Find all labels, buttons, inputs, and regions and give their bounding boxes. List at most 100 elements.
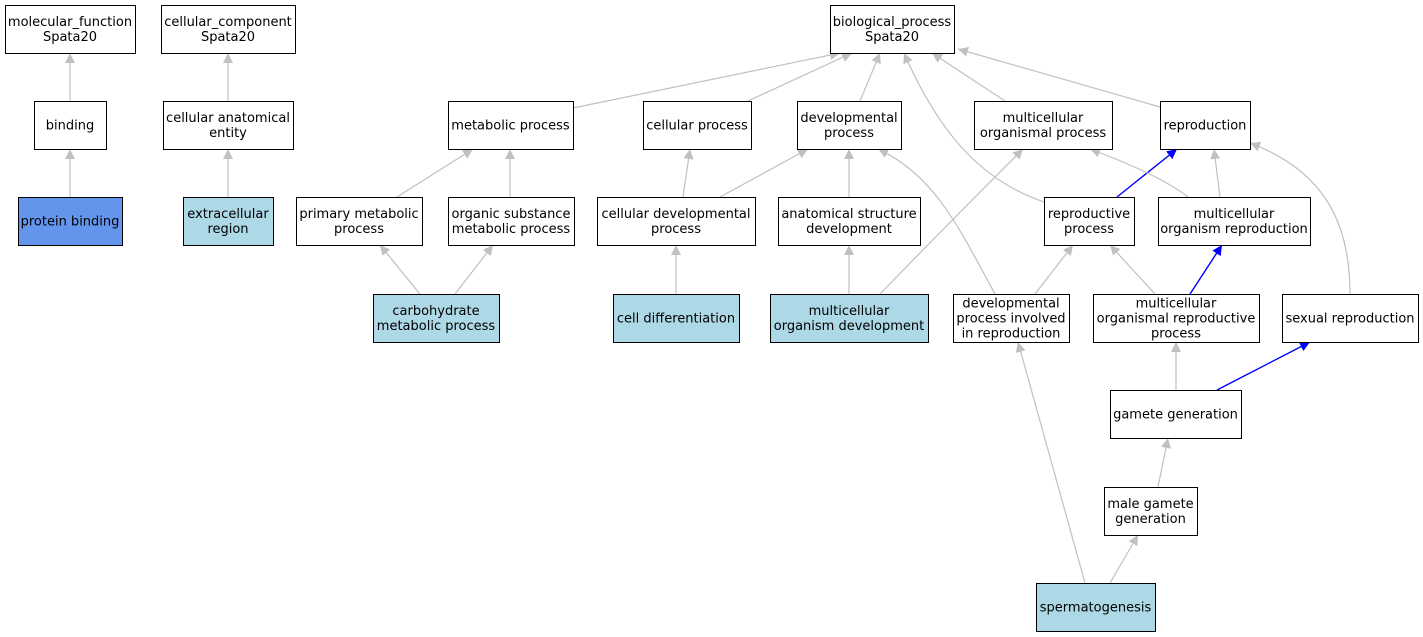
node-box xyxy=(448,101,574,150)
go-term-node-cell_diff[interactable]: cell differentiation xyxy=(613,294,740,343)
node-box xyxy=(953,294,1070,343)
node-label-line: extracellular xyxy=(187,207,269,222)
node-box xyxy=(34,101,107,150)
go-term-node-protein_binding[interactable]: protein binding xyxy=(18,197,123,246)
edge-dev_in_repro-to-repro_proc xyxy=(1034,244,1074,295)
node-label-line: cellular_component xyxy=(164,15,292,30)
node-label-line: gamete generation xyxy=(1113,408,1238,423)
edge-developmental-to-bp_root xyxy=(859,52,881,102)
node-box xyxy=(373,294,500,343)
edge-multi_dev-to-multi_org xyxy=(879,148,1024,295)
node-box xyxy=(1158,197,1311,246)
node-label-line: process xyxy=(651,222,701,237)
edge-multi_repro_proc-to-multi_org_repro xyxy=(1189,244,1223,295)
node-label-line: developmental xyxy=(800,111,897,126)
node-box xyxy=(1104,487,1198,536)
node-label-line: cellular developmental xyxy=(602,207,751,222)
edge-primary_met-to-metabolic xyxy=(396,148,474,198)
node-label-line: multicellular xyxy=(1194,207,1275,222)
node-box xyxy=(18,197,123,246)
edge-multi_org-to-bp_root xyxy=(931,52,1006,102)
node-box xyxy=(161,5,296,54)
node-label-line: organism development xyxy=(774,319,924,334)
node-box xyxy=(974,101,1113,150)
edge-reproduction-to-bp_root xyxy=(957,46,1161,108)
edge-multi_org_repro-to-multi_org xyxy=(1089,147,1189,198)
node-label-line: in reproduction xyxy=(962,327,1061,342)
node-label-line: sexual reproduction xyxy=(1285,312,1414,327)
edge-male_gamete-to-gamete_gen xyxy=(1157,437,1171,488)
node-label-line: reproduction xyxy=(1164,119,1247,134)
edge-carb_met-to-organic_sub xyxy=(454,244,494,295)
edge-spermatogenesis-to-male_gamete xyxy=(1109,534,1139,584)
node-box xyxy=(770,294,929,343)
node-label-line: carbohydrate xyxy=(392,304,479,319)
node-label-line: multicellular xyxy=(1136,297,1217,312)
node-box xyxy=(797,101,902,150)
node-box xyxy=(296,197,423,246)
node-label-line: multicellular xyxy=(1003,111,1084,126)
edge-multi_org_repro-to-reproduction xyxy=(1210,148,1221,198)
node-box xyxy=(163,101,294,150)
go-term-node-binding[interactable]: binding xyxy=(34,101,107,150)
node-label-line: process xyxy=(1064,222,1114,237)
go-term-node-gamete_gen[interactable]: gamete generation xyxy=(1110,390,1242,439)
node-label-line: organism reproduction xyxy=(1160,222,1308,237)
node-box xyxy=(613,294,740,343)
node-label-line: Spata20 xyxy=(865,30,919,45)
node-label-line: organismal reproductive xyxy=(1097,312,1256,327)
edge-spermatogenesis-to-dev_in_repro xyxy=(1015,341,1086,584)
node-box xyxy=(1044,197,1135,246)
node-label-line: reproductive xyxy=(1048,207,1130,222)
edge-cell_dev-to-cellular_proc xyxy=(682,148,694,198)
node-box xyxy=(597,197,756,246)
node-label-line: metabolic process xyxy=(452,222,571,237)
node-box xyxy=(643,101,752,150)
node-box xyxy=(1110,390,1242,439)
node-label-line: anatomical structure xyxy=(781,207,916,222)
node-box xyxy=(5,5,136,54)
edges-layer xyxy=(65,46,1351,584)
node-label-line: primary metabolic xyxy=(299,207,418,222)
go-term-node-cellular_proc[interactable]: cellular process xyxy=(643,101,752,150)
node-label-line: process xyxy=(334,222,384,237)
node-label-line: male gamete xyxy=(1107,497,1193,512)
node-box xyxy=(448,197,575,246)
node-label-line: binding xyxy=(46,119,94,134)
go-term-node-reproduction[interactable]: reproduction xyxy=(1160,101,1251,150)
go-term-node-spermatogenesis[interactable]: spermatogenesis xyxy=(1036,583,1156,632)
node-label-line: molecular_function xyxy=(8,15,132,30)
node-box xyxy=(830,5,955,54)
node-label-line: protein binding xyxy=(21,215,120,230)
node-label-line: generation xyxy=(1115,512,1186,527)
node-label-line: spermatogenesis xyxy=(1040,601,1152,616)
node-label-line: metabolic process xyxy=(377,319,496,334)
node-label-line: cellular process xyxy=(646,119,748,134)
node-label-line: multicellular xyxy=(809,304,890,319)
edge-carb_met-to-primary_met xyxy=(379,244,421,295)
node-label-line: process xyxy=(1151,327,1201,342)
go-term-node-sexual_repro[interactable]: sexual reproduction xyxy=(1282,294,1419,343)
go-term-node-metabolic[interactable]: metabolic process xyxy=(448,101,574,150)
node-label-line: developmental xyxy=(962,297,1059,312)
node-label-line: Spata20 xyxy=(201,30,255,45)
